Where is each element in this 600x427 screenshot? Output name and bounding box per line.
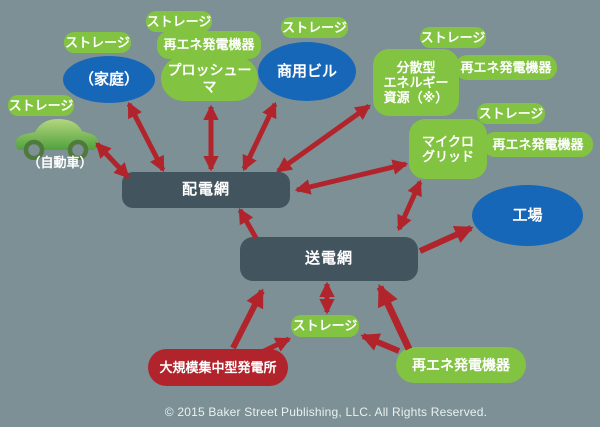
flow-arrow — [294, 159, 409, 195]
home-node: （家庭） — [63, 56, 155, 103]
storage-label-building: ストレージ — [281, 17, 348, 38]
flow-arrow — [237, 207, 259, 240]
building-node: 商用ビル — [258, 42, 356, 101]
storage-label-home: ストレージ — [64, 32, 131, 53]
storage-label-der: ストレージ — [420, 27, 486, 48]
flow-arrow — [376, 284, 413, 351]
der-node: 分散型 エネルギー 資源（※） — [373, 49, 459, 116]
renewable-label-der: 再エネ発電機器 — [455, 55, 557, 80]
flow-arrow — [126, 101, 166, 173]
flow-arrow — [241, 101, 278, 172]
storage-label-car: ストレージ — [8, 95, 74, 116]
storage-label-prosumer: ストレージ — [146, 11, 212, 32]
distribution-grid-node: 配電網 — [122, 172, 290, 208]
storage-label-microgrid: ストレージ — [477, 103, 545, 124]
microgrid-node: マイクロ グリッド — [409, 119, 487, 179]
car-caption: （自動車） — [27, 155, 93, 171]
flow-arrow — [418, 225, 474, 254]
renewable-label-prosumer: 再エネ発電機器 — [157, 31, 261, 59]
copyright-text: © 2015 Baker Street Publishing, LLC. All… — [164, 405, 488, 419]
flow-arrow — [95, 142, 130, 179]
flow-arrow — [360, 333, 401, 354]
factory-node: 工場 — [472, 185, 583, 246]
renewable-label-microgrid: 再エネ発電機器 — [483, 132, 593, 157]
storage-label-bottom: ストレージ — [291, 315, 359, 337]
car-icon — [14, 110, 100, 161]
flow-arrow — [396, 179, 423, 232]
transmission-grid-node: 送電網 — [240, 237, 418, 281]
central-plant-node: 大規模集中型発電所 — [148, 349, 288, 386]
renewable-node-bottom: 再エネ発電機器 — [396, 347, 526, 383]
flow-arrow — [230, 288, 265, 350]
prosumer-node: プロッシューマ — [161, 56, 258, 101]
flow-arrow — [276, 103, 371, 174]
